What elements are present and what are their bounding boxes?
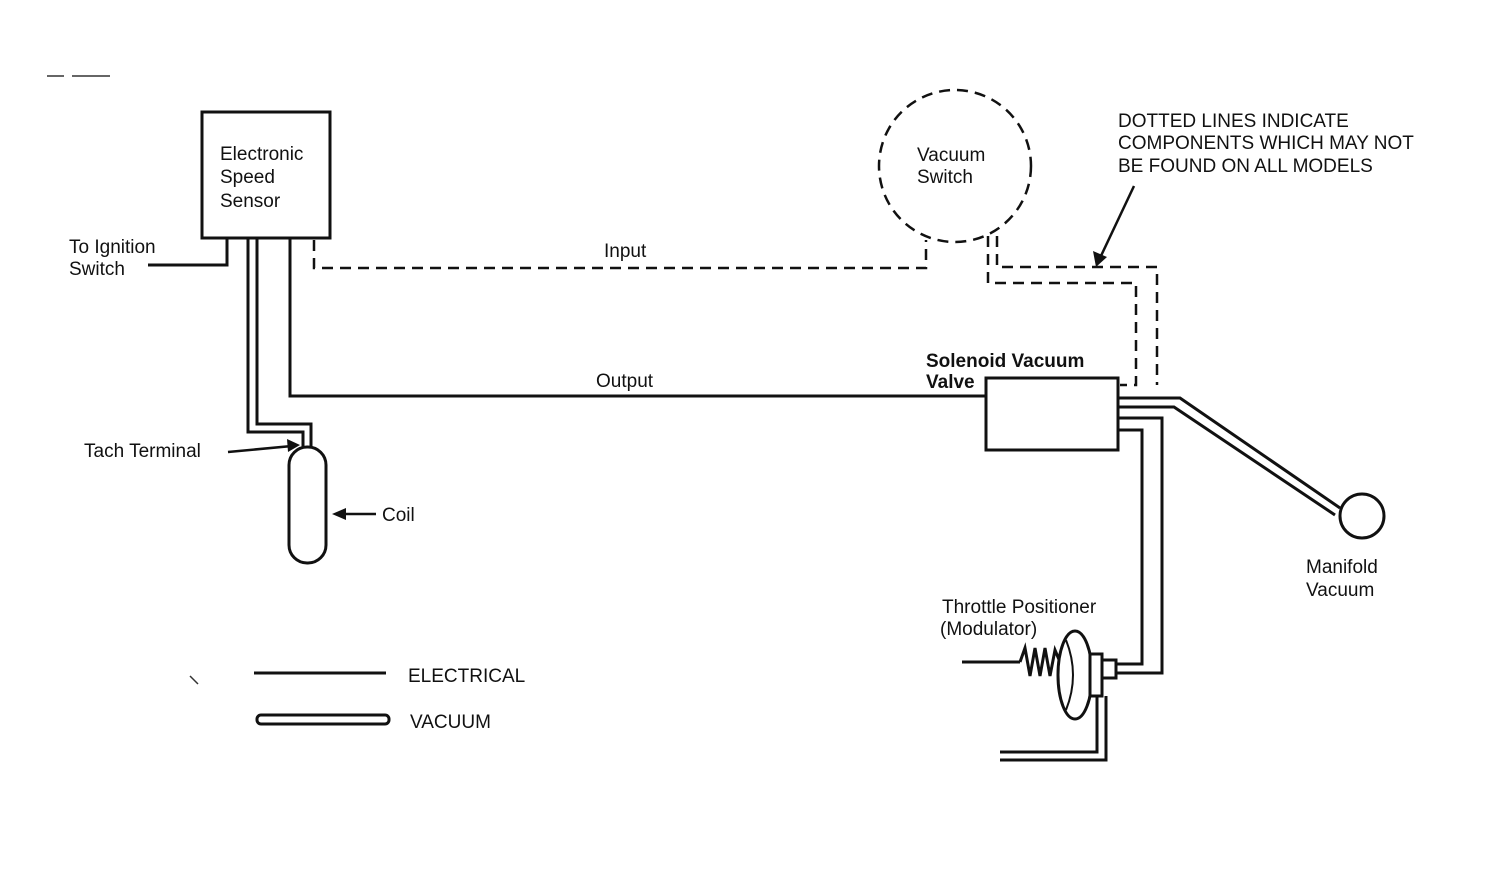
note-line-3: BE FOUND ON ALL MODELS (1118, 156, 1373, 177)
note-line-2: COMPONENTS WHICH MAY NOT (1118, 133, 1414, 154)
ignition-switch-label-1: To Ignition (69, 237, 156, 258)
coil-arrow (332, 508, 376, 520)
tach-arrow (227, 439, 300, 454)
speed-sensor-label-1: Electronic (220, 144, 303, 165)
solenoid-valve (984, 376, 1120, 452)
legend: ELECTRICAL VACUUM (254, 666, 525, 733)
manifold-label-1: Manifold (1306, 557, 1378, 578)
legend-vacuum-swatch (255, 713, 391, 726)
legend-electrical-label: ELECTRICAL (408, 666, 525, 687)
scan-marks (47, 75, 199, 685)
optional-vacuum-hose (986, 236, 1159, 387)
manifold-port (1338, 492, 1386, 540)
legend-vacuum-label: VACUUM (410, 712, 491, 733)
ignition-switch-label-2: Switch (69, 259, 125, 280)
tach-terminal-label: Tach Terminal (84, 441, 201, 462)
speed-sensor-label-2: Speed (220, 167, 275, 188)
throttle-positioner-label-2: (Modulator) (940, 619, 1037, 640)
solenoid-valve-label-1: Solenoid Vacuum (926, 351, 1084, 372)
note-line-1: DOTTED LINES INDICATE (1118, 111, 1349, 132)
speed-sensor: Electronic Speed Sensor (200, 110, 332, 240)
speed-sensor-label-3: Sensor (220, 191, 281, 212)
positioner-hose (1116, 416, 1164, 675)
vacuum-switch-label-2: Switch (917, 167, 973, 188)
input-wire (312, 240, 928, 270)
manifold-label-2: Vacuum (1306, 580, 1374, 601)
output-wire (288, 238, 986, 398)
tach-wire (246, 238, 313, 450)
solenoid-valve-label-2: Valve (926, 372, 975, 393)
coil-label: Coil (382, 505, 415, 526)
ignition-wire (148, 238, 229, 267)
coil (287, 445, 328, 565)
throttle-positioner-label-1: Throttle Positioner (942, 597, 1097, 618)
vacuum-switch: Vacuum Switch (877, 88, 1033, 244)
vacuum-switch-label-1: Vacuum (917, 145, 985, 166)
throttle-positioner (962, 629, 1118, 762)
output-label: Output (596, 371, 654, 392)
input-label: Input (604, 241, 647, 262)
manifold-hose (1118, 396, 1341, 517)
note-arrow (1093, 185, 1136, 267)
